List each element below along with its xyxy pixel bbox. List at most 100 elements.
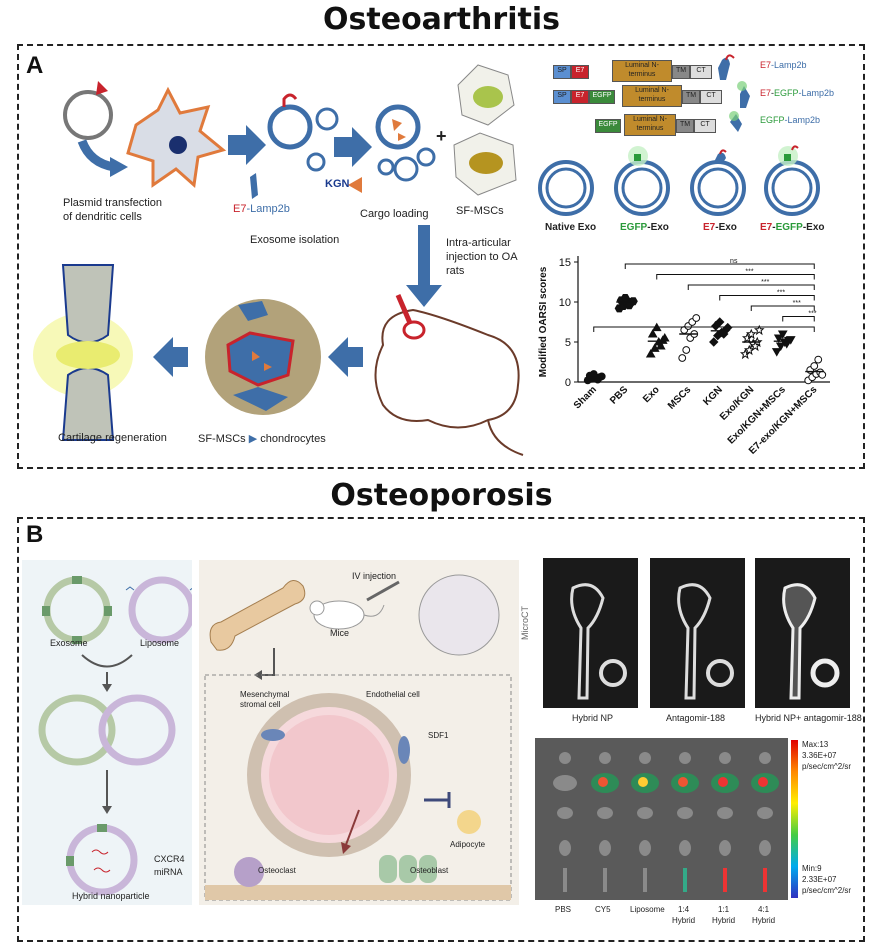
label-exosome-isolation: Exosome isolation (250, 234, 340, 246)
ivis-group-pbs: PBS (555, 905, 572, 914)
label-injection-1: Intra-articular (446, 237, 511, 249)
microct-image-2 (650, 558, 745, 708)
microct-label-2: Antagomir-188 (666, 713, 726, 723)
cartilage-icon (61, 264, 115, 344)
data-point (709, 337, 719, 347)
significance-bracket (593, 326, 815, 332)
data-point (773, 334, 784, 344)
data-point (745, 328, 757, 340)
y-tick-label: 10 (559, 297, 571, 309)
panel-b (17, 517, 865, 942)
ivis-group-1-4-b: Hybrid (672, 916, 696, 925)
fusion-icon (38, 694, 116, 766)
microct-image-1 (543, 558, 638, 708)
data-point (655, 340, 666, 350)
e7-exo-icon (690, 149, 746, 216)
kgn-icon (348, 177, 362, 193)
label-cxcr4: CXCR4 (154, 854, 185, 864)
ivis-colorbar (791, 740, 798, 898)
data-point (692, 314, 701, 322)
liposome-icon (128, 576, 192, 644)
arrow-to-cargo (334, 127, 372, 167)
data-point (810, 362, 819, 370)
significance-bracket (624, 263, 815, 269)
lamp2b-protein-icon (250, 173, 258, 199)
oa-schematic (33, 64, 524, 456)
arrow-to-cartilage (153, 337, 188, 377)
data-point (743, 344, 755, 356)
significance-bracket (687, 284, 815, 290)
y-tick-label: 5 (565, 337, 571, 349)
data-point (753, 324, 765, 336)
significance-label: *** (808, 311, 816, 318)
significance-bracket (656, 274, 815, 280)
label-native-exo: Native Exo (545, 222, 597, 233)
egfp-exo-icon (614, 146, 670, 216)
ivis-group-4-1-b: Hybrid (752, 916, 776, 925)
legend-e7-egfp-lamp2b: E7-EGFP-Lamp2b (760, 88, 835, 98)
hybrid-np-schematic (38, 576, 192, 896)
y-tick-label: 0 (565, 377, 571, 389)
x-tick-label: Exo/KGN+MSCs (726, 384, 789, 447)
x-tick-label: Sham (572, 384, 599, 411)
ivis-max-3: p/sec/cm^2/sr (802, 762, 852, 771)
bone-icon (209, 580, 306, 651)
loaded-exosome-icon (375, 104, 421, 150)
significance-label: *** (745, 269, 753, 276)
x-tick-label: KGN (701, 384, 725, 408)
plasmid-icon (63, 90, 113, 140)
ivis-min-2: 2.33E+07 (802, 875, 837, 884)
ivis-group-cy5: CY5 (595, 905, 611, 914)
adipocyte-icon (457, 810, 481, 834)
data-point (771, 348, 782, 357)
significance-label: *** (714, 321, 722, 328)
knee-joint-icon (402, 320, 426, 340)
ivis-group-1-1-a: 1:1 (718, 905, 730, 914)
label-mice: Mice (330, 628, 350, 638)
label-adipocyte: Adipocyte (450, 840, 486, 849)
y-tick-label: 15 (559, 257, 571, 269)
syringe-icon (395, 294, 413, 324)
data-point (775, 342, 786, 352)
rat-icon (374, 308, 520, 429)
data-point (818, 370, 827, 379)
plus-sign: + (436, 126, 447, 146)
exosome-icon (267, 104, 313, 150)
label-sf-mscs: SF-MSCs (456, 205, 504, 217)
arrow-to-chondrocytes (328, 337, 363, 377)
data-point (649, 343, 660, 352)
x-tick-label: MSCs (666, 384, 694, 412)
panel-a-label: A (26, 52, 44, 79)
label-sf-mscs-chondro: SF-MSCs ▶ chondrocytes (198, 433, 326, 445)
data-point (597, 372, 606, 381)
arrow-cell-to-exosome (228, 125, 266, 165)
ivis-organs (553, 752, 779, 892)
label-injection-3: rats (446, 265, 465, 277)
legend-e7-lamp2b: E7-Lamp2b (760, 60, 807, 70)
nanoparticle-zoom-icon (418, 574, 500, 656)
y-axis-label: Modified OARSI scores (538, 266, 549, 377)
exosome-variants (538, 54, 820, 216)
osteoclast-icon (234, 857, 264, 887)
data-point (749, 340, 761, 352)
lamp2b-icon (718, 57, 730, 80)
label-e7-egfp-exo: E7-EGFP-Exo (760, 222, 825, 233)
label-transfection-2: of dendritic cells (63, 211, 142, 223)
e7-egfp-exo-icon (764, 145, 820, 216)
significance-bracket (782, 316, 815, 322)
significance-bracket (750, 305, 815, 311)
ivis-group-1-1-b: Hybrid (712, 916, 736, 925)
label-mirna: miRNA (154, 867, 183, 877)
label-egfp-exo: EGFP-Exo (620, 222, 669, 233)
label-iv-injection: IV injection (352, 571, 397, 581)
data-point (628, 297, 638, 306)
syringe-icon (366, 580, 400, 602)
microct-label-3: Hybrid NP+ antagomir-188 (755, 713, 862, 723)
label-cartilage-regeneration: Cartilage regeneration (58, 432, 167, 444)
data-point (777, 330, 788, 340)
x-tick-label: PBS (608, 384, 631, 407)
label-transfection-1: Plasmid transfection (63, 197, 163, 209)
label-e7-lamp2b: E7-Lamp2b (233, 203, 290, 215)
data-point (715, 317, 725, 327)
